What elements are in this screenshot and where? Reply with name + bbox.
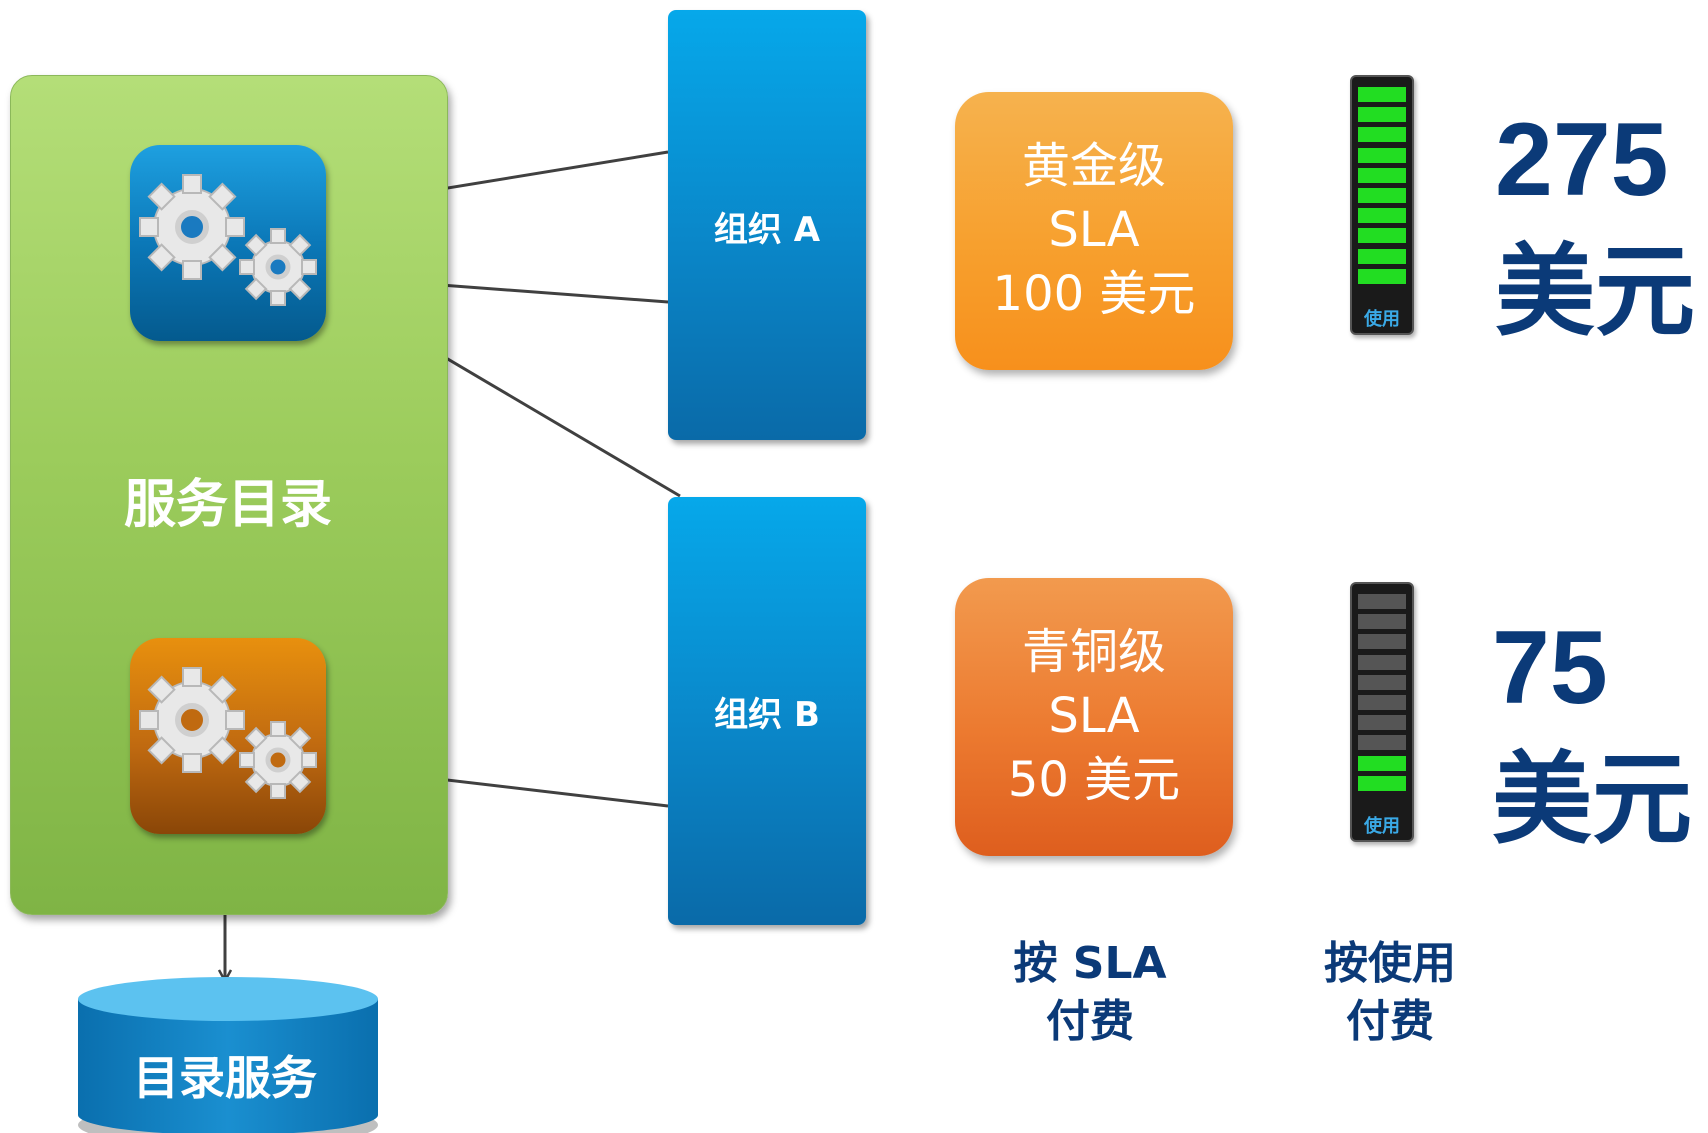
usage-meter-gold: 使用	[1350, 75, 1414, 335]
meter-segment	[1358, 147, 1406, 163]
meter-segment	[1358, 127, 1406, 143]
meter-segment	[1358, 107, 1406, 123]
meter-segment	[1358, 268, 1406, 284]
meter-segment	[1358, 775, 1406, 791]
meter-segment	[1358, 735, 1406, 751]
org-b-label: 组织 B	[714, 695, 820, 735]
directory-service-label: 目录服务	[133, 1051, 317, 1105]
meter-segment	[1358, 614, 1406, 630]
usage-meter-label: 使用	[1364, 309, 1400, 330]
bronze-sla-price: 50 美元	[1007, 752, 1181, 808]
pay-by-usage-line2: 付费	[1346, 996, 1434, 1047]
meter-segment	[1358, 755, 1406, 771]
bronze-total-unit: 美元	[1492, 744, 1692, 856]
bronze-sla-name: SLA	[1048, 688, 1140, 744]
pay-by-sla-line2: 付费	[1046, 996, 1134, 1047]
meter-segment	[1358, 715, 1406, 731]
pay-by-usage-caption: 按使用 付费	[1290, 935, 1490, 1051]
service-b-tile	[130, 638, 326, 834]
gears-icon	[139, 667, 317, 799]
meter-segment	[1358, 634, 1406, 650]
meter-segment	[1358, 228, 1406, 244]
bronze-total-amount: 75	[1492, 610, 1608, 726]
pay-by-sla-caption: 按 SLA 付费	[990, 935, 1190, 1051]
usage-meter-label: 使用	[1364, 816, 1400, 837]
bronze-sla-tile: 青铜级 SLA 50 美元	[955, 578, 1233, 856]
gears-icon	[139, 174, 317, 306]
meter-segment	[1358, 654, 1406, 670]
org-a-label: 组织 A	[713, 210, 821, 250]
gold-sla-name: SLA	[1048, 202, 1140, 258]
meter-segment	[1358, 248, 1406, 264]
meter-segment	[1358, 208, 1406, 224]
service-a-tile	[130, 145, 326, 341]
meter-segment	[1358, 167, 1406, 183]
gold-sla-price: 100 美元	[992, 266, 1196, 322]
pay-by-usage-line1: 按使用	[1324, 938, 1456, 989]
gold-total-unit: 美元	[1495, 236, 1695, 348]
bronze-sla-tier: 青铜级	[1021, 624, 1166, 680]
org-a-block: 组织 A	[668, 10, 866, 440]
meter-segment	[1358, 594, 1406, 609]
directory-service-cylinder	[78, 977, 378, 1133]
service-catalog-title: 服务目录	[123, 475, 332, 535]
org-b-block: 组织 B	[668, 497, 866, 925]
gold-sla-tier: 黄金级	[1021, 138, 1166, 194]
meter-segment	[1358, 87, 1406, 102]
meter-segment	[1358, 188, 1406, 203]
usage-meter-bronze: 使用	[1350, 582, 1414, 842]
pay-by-sla-line1: 按 SLA	[1013, 938, 1167, 989]
meter-segment	[1358, 695, 1406, 710]
meter-segment	[1358, 674, 1406, 690]
gold-sla-tile: 黄金级 SLA 100 美元	[955, 92, 1233, 370]
gold-total-amount: 275	[1495, 102, 1669, 218]
